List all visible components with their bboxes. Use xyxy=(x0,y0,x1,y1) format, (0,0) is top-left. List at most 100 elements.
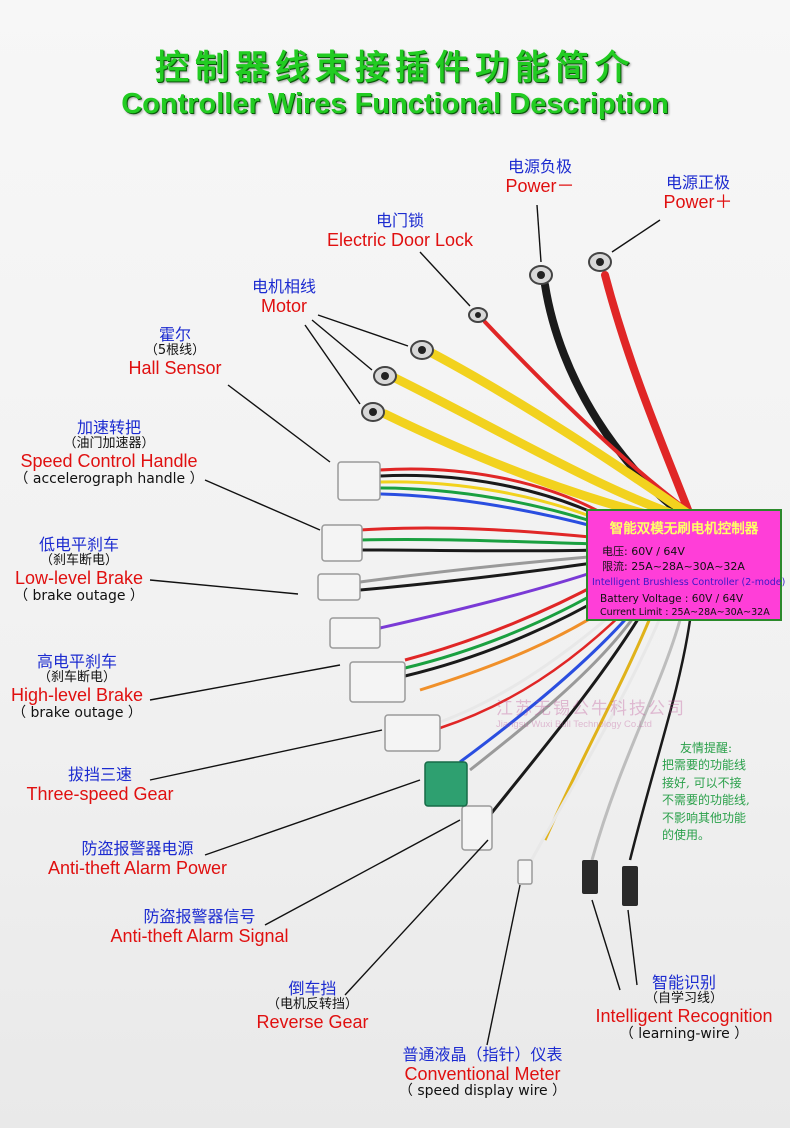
door-lock-wire xyxy=(483,320,692,514)
handle-wire-red xyxy=(359,526,601,540)
label-door-lock-cn: 电门锁 xyxy=(375,211,424,230)
leader-power-pos xyxy=(611,219,661,253)
watermark-cn: 江苏无锡公牛科技公司 xyxy=(496,699,686,719)
ring-holes xyxy=(369,258,604,416)
label-recognition-cn: 智能识别 xyxy=(651,973,716,992)
label-speed-handle: 加速转把 （油门加速器） Speed Control Handle （ acce… xyxy=(4,419,214,487)
reminder-heading: 友情提醒: xyxy=(680,741,733,755)
hall-wire-red xyxy=(379,467,601,514)
label-hall-sensor: 霍尔 （5根线） Hall Sensor xyxy=(110,326,240,379)
learning-plug-1 xyxy=(582,860,598,894)
label-meter-cn: 普通液晶（指针）仪表 xyxy=(402,1045,563,1064)
alarm-wire-red xyxy=(439,607,629,730)
handle-wire-black xyxy=(359,548,601,553)
meter-pin-connector xyxy=(517,859,533,885)
label-hall-sensor-sub: （5根线） xyxy=(144,342,206,358)
leader-high-brake xyxy=(149,664,341,701)
label-power-positive-cn: 电源正极 xyxy=(665,173,730,192)
label-alarm-signal-en: Anti-theft Alarm Signal xyxy=(110,925,289,946)
reminder-line-3: 不需要的功能线, xyxy=(662,793,750,808)
leader-lines xyxy=(149,204,661,1046)
leader-recognition-2 xyxy=(627,909,638,986)
alarm-signal-connector xyxy=(461,805,493,851)
motor-wire-2 xyxy=(390,373,695,525)
label-door-lock: 电门锁 Electric Door Lock xyxy=(310,212,490,250)
label-meter: 普通液晶（指针）仪表 Conventional Meter （ speed di… xyxy=(380,1046,585,1100)
motor-wire-1 xyxy=(425,347,695,520)
reverse-wire-blue xyxy=(459,611,634,764)
label-meter-en: Conventional Meter xyxy=(404,1063,561,1084)
label-three-speed: 拔挡三速 Three-speed Gear xyxy=(10,766,190,804)
controller-title-en: Intelligent Brushless Controller (2-mode… xyxy=(592,577,786,588)
alarm-wire-white xyxy=(439,602,625,724)
reminder-line-2: 接好, 可以不接 xyxy=(662,775,742,790)
label-low-brake: 低电平刹车 （刹车断电） Low-level Brake （ brake out… xyxy=(4,536,154,604)
label-speed-handle-en: Speed Control Handle xyxy=(20,451,198,472)
controller-current-en: Current Limit : 25A~28A~30A~32A xyxy=(600,607,770,618)
controller-title: 智能双模无刷电机控制器 xyxy=(609,521,759,537)
leader-motor-1 xyxy=(317,314,409,347)
label-low-brake-en: Low-level Brake xyxy=(14,568,144,589)
label-power-negative-en: Power－ xyxy=(505,175,575,196)
controller-voltage-cn: 电压: 60V / 64V xyxy=(602,545,685,558)
hall-wire-yellow xyxy=(379,480,601,522)
three-speed-wire-red xyxy=(404,578,606,662)
title-english: Controller Wires Functional Description xyxy=(121,88,669,120)
leader-low-brake xyxy=(149,579,299,595)
leader-motor-3 xyxy=(304,324,361,405)
watermark: 江苏无锡公牛科技公司 Jiangsu Wuxi Bull Technology … xyxy=(496,694,686,730)
label-meter-sub: （ speed display wire ） xyxy=(398,1083,567,1100)
power-positive-wire xyxy=(601,271,694,519)
label-reverse-gear-en: Reverse Gear xyxy=(256,1012,369,1033)
label-high-brake-sub2: （ brake outage ） xyxy=(12,704,142,721)
label-recognition-sub2: （ learning-wire ） xyxy=(619,1025,749,1042)
reminder-line-1: 把需要的功能线 xyxy=(662,758,747,773)
label-motor: 电机相线 Motor xyxy=(234,278,334,316)
label-power-negative: 电源负极 Power－ xyxy=(490,158,590,196)
label-speed-handle-cn: 加速转把 xyxy=(76,418,141,437)
hall-connector xyxy=(337,461,381,501)
leader-alarm-signal xyxy=(264,819,461,926)
label-speed-handle-sub2: （ accelerograph handle ） xyxy=(14,470,204,487)
ring-terminals xyxy=(361,252,612,422)
leader-meter xyxy=(486,884,521,1046)
controller-voltage-en: Battery Voltage : 60V / 64V xyxy=(600,593,744,605)
label-motor-cn: 电机相线 xyxy=(251,277,316,296)
label-power-positive: 电源正极 Power＋ xyxy=(648,174,748,212)
label-low-brake-cn: 低电平刹车 xyxy=(38,535,119,554)
label-recognition-sub: （自学习线） xyxy=(644,990,723,1006)
leader-speed-handle xyxy=(204,479,321,531)
friendly-reminder: 友情提醒: 把需要的功能线 接好, 可以不接 不需要的功能线, 不影响其他功能 … xyxy=(662,740,784,844)
label-high-brake-en: High-level Brake xyxy=(10,685,144,706)
controller-current-cn: 限流: 25A~28A~30A~32A xyxy=(602,560,745,573)
label-alarm-power-en: Anti-theft Alarm Power xyxy=(47,857,228,878)
reverse-wire-gray xyxy=(469,613,638,772)
label-motor-en: Motor xyxy=(260,295,307,316)
label-three-speed-cn: 拔挡三速 xyxy=(67,765,132,784)
label-speed-handle-sub: （油门加速器） xyxy=(63,435,155,451)
label-hall-sensor-en: Hall Sensor xyxy=(128,358,222,379)
three-speed-connector xyxy=(384,714,441,752)
label-high-brake-cn: 高电平刹车 xyxy=(36,652,117,671)
label-reverse-gear-cn: 倒车挡 xyxy=(288,979,337,998)
low-brake-wire-black xyxy=(359,560,601,592)
label-low-brake-sub: （刹车断电） xyxy=(39,552,118,568)
reminder-line-5: 的使用。 xyxy=(662,827,711,842)
meter-wire-white xyxy=(523,617,662,873)
label-hall-sensor-cn: 霍尔 xyxy=(158,325,191,344)
white-connectors xyxy=(317,461,533,885)
label-low-brake-sub2: （ brake outage ） xyxy=(14,587,144,604)
handle-connector xyxy=(321,524,363,562)
meter-connector xyxy=(329,617,381,649)
leader-motor-2 xyxy=(311,319,373,371)
leader-recognition-1 xyxy=(591,899,621,991)
low-brake-wire-gray xyxy=(359,554,601,584)
reminder-line-4: 不影响其他功能 xyxy=(662,810,747,825)
watermark-en: Jiangsu Wuxi Bull Technology Co.Ltd xyxy=(496,719,652,730)
controller-box: 智能双模无刷电机控制器 电压: 60V / 64V 限流: 25A~28A~30… xyxy=(586,509,786,621)
high-brake-wire-purple xyxy=(379,568,601,630)
title-chinese: 控制器线束接插件功能简介 xyxy=(155,48,635,88)
leader-reverse xyxy=(344,839,489,996)
